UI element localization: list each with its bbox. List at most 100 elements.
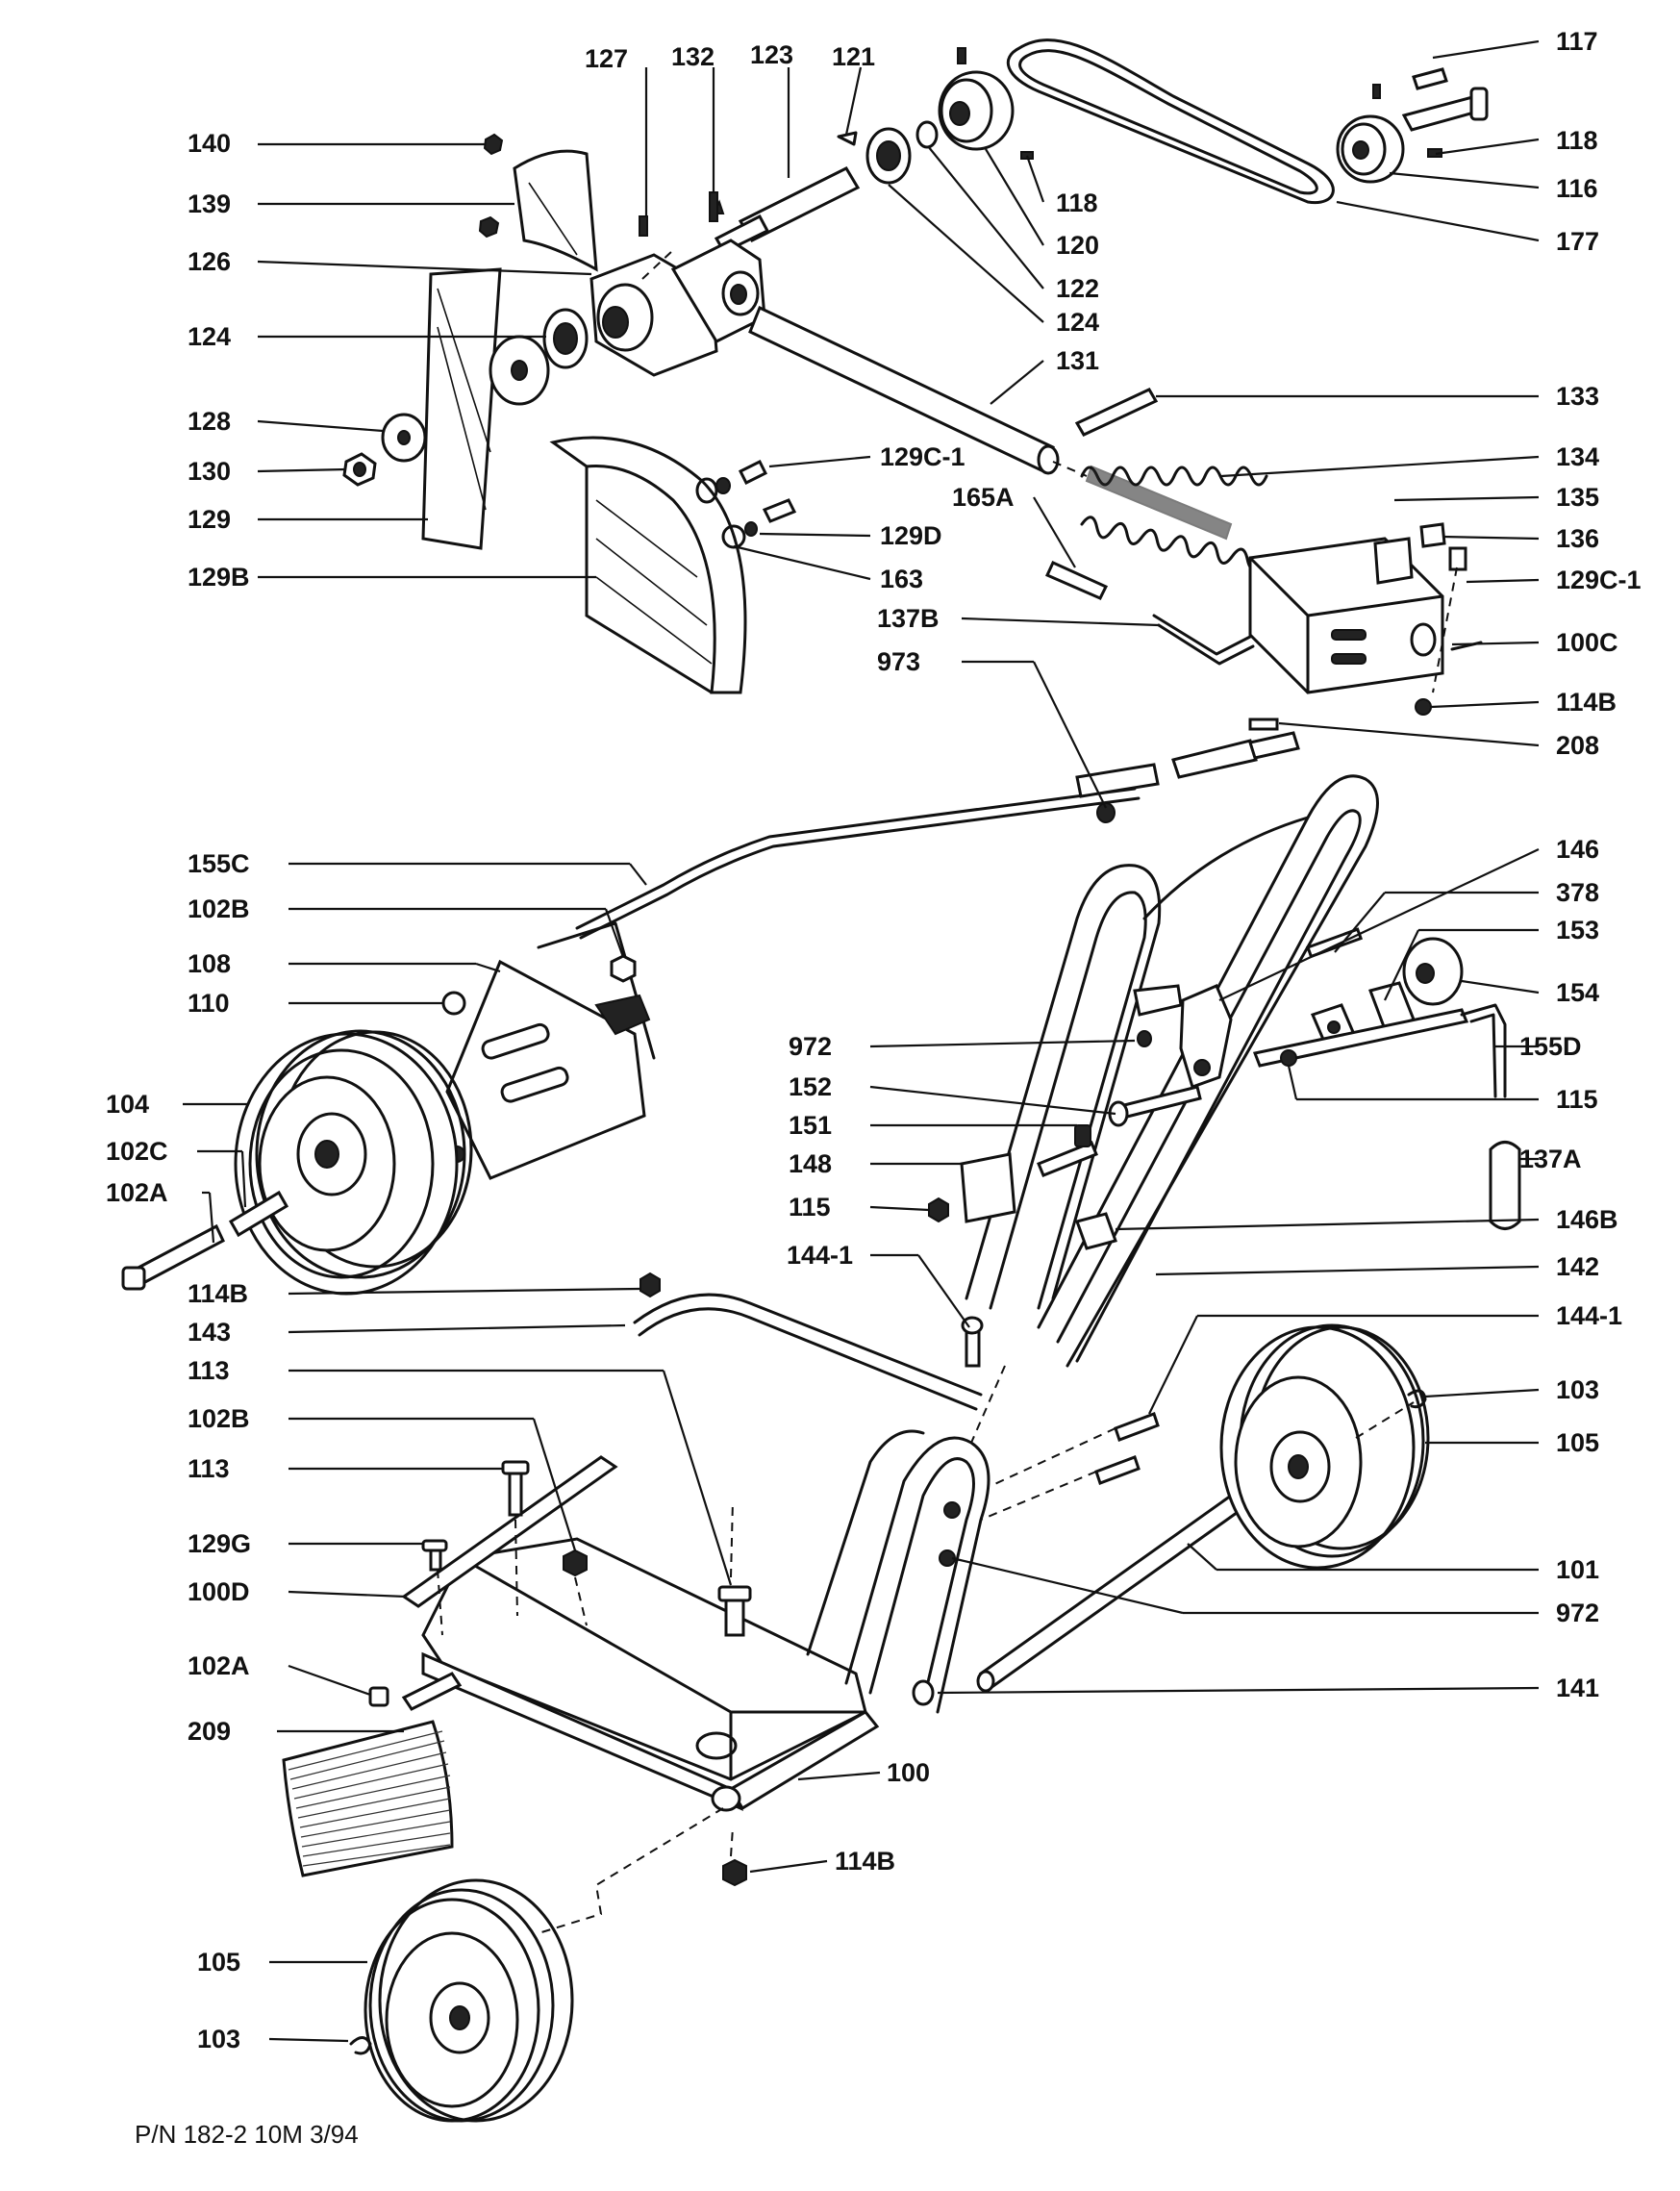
callout-114b-lower: 114B <box>835 1847 895 1876</box>
callout-132: 132 <box>671 42 715 71</box>
callout-104: 104 <box>106 1090 149 1119</box>
control-146-drawing <box>1133 927 1521 1230</box>
callout-117: 117 <box>1556 27 1598 56</box>
pulley-120-drawing <box>938 47 1015 151</box>
callout-102a-upper: 102A <box>106 1178 168 1207</box>
callout-130: 130 <box>188 457 231 486</box>
callout-143: 143 <box>188 1318 231 1347</box>
callout-102c: 102C <box>106 1137 168 1166</box>
shaft-123-drawing <box>709 166 861 254</box>
callout-209: 209 <box>188 1717 231 1746</box>
handle-142-drawing <box>965 774 1379 1368</box>
callout-100: 100 <box>887 1758 930 1787</box>
callout-151: 151 <box>789 1111 832 1140</box>
callout-139: 139 <box>188 189 231 218</box>
callout-129c-1-lower: 129C-1 <box>1556 566 1642 594</box>
callout-leaders <box>183 39 1540 2043</box>
callout-129c-1-upper: 129C-1 <box>880 442 965 471</box>
callout-146b: 146B <box>1556 1205 1618 1234</box>
callout-134: 134 <box>1556 442 1599 471</box>
bar-143-drawing <box>633 1272 984 1411</box>
callout-113-upper: 113 <box>188 1356 230 1385</box>
part-drawings <box>121 38 1521 2123</box>
callout-labels: 117 127 132 123 121 140 118 139 118 116 … <box>106 27 1642 2053</box>
rod-137b-drawing <box>1044 561 1255 666</box>
callout-137b: 137B <box>877 604 940 633</box>
assembly-lines <box>437 249 1458 1934</box>
callout-973: 973 <box>877 647 920 676</box>
shield-129b-drawing <box>549 436 797 694</box>
callout-140: 140 <box>188 129 231 158</box>
callout-972-upper: 972 <box>789 1032 832 1061</box>
wheel-105-bottom-drawing <box>349 1878 574 2123</box>
callout-163: 163 <box>880 565 923 593</box>
callout-177: 177 <box>1556 227 1599 256</box>
bolt-151-152-drawing <box>928 1085 1202 1250</box>
callout-155d: 155D <box>1519 1032 1582 1061</box>
callout-148: 148 <box>789 1149 832 1178</box>
callout-155c: 155C <box>188 849 250 878</box>
callout-102a-lower: 102A <box>188 1651 250 1680</box>
callout-110: 110 <box>188 989 230 1018</box>
callout-100c: 100C <box>1556 628 1618 657</box>
lower-bolts-drawing <box>421 1412 1160 1637</box>
callout-120: 120 <box>1056 231 1099 260</box>
callout-124-upper: 124 <box>1056 308 1099 337</box>
callout-123: 123 <box>750 40 793 69</box>
rod-155c-drawing <box>575 718 1300 940</box>
pulley-116-drawing <box>1336 67 1489 184</box>
callout-103-right: 103 <box>1556 1375 1599 1404</box>
callout-208: 208 <box>1556 731 1599 760</box>
callout-378: 378 <box>1556 878 1599 907</box>
callout-100d: 100D <box>188 1577 250 1606</box>
callout-142: 142 <box>1556 1252 1599 1281</box>
callout-126: 126 <box>188 247 231 276</box>
loose-nuts-drawing <box>722 1858 747 1887</box>
pin-133-drawing <box>1074 388 1159 437</box>
gearbox-126-drawing <box>589 215 766 377</box>
callout-127: 127 <box>585 44 628 73</box>
callout-108: 108 <box>188 949 231 978</box>
callout-105-bottom: 105 <box>197 1948 240 1977</box>
callout-118-right: 118 <box>1556 126 1598 155</box>
callout-144-1-right: 144-1 <box>1556 1301 1622 1330</box>
callout-102b-lower: 102B <box>188 1404 250 1433</box>
callout-137a: 137A <box>1519 1145 1582 1173</box>
callout-114b-upper: 114B <box>1556 688 1617 717</box>
callout-136: 136 <box>1556 524 1599 553</box>
callout-133: 133 <box>1556 382 1599 411</box>
callout-118-left: 118 <box>1056 189 1098 217</box>
wheel-105-right-drawing <box>1219 1323 1430 1570</box>
callout-101: 101 <box>1556 1555 1599 1584</box>
callout-972-lower: 972 <box>1556 1599 1599 1627</box>
spring-134-drawing <box>1080 465 1268 571</box>
callout-152: 152 <box>789 1072 832 1101</box>
plate-108-drawing <box>441 921 656 1180</box>
callout-153: 153 <box>1556 916 1599 944</box>
callout-141: 141 <box>1556 1674 1599 1702</box>
callout-102b-upper: 102B <box>188 894 250 923</box>
bracket-100c-drawing <box>1248 522 1483 716</box>
callout-114b-middle: 114B <box>188 1279 248 1308</box>
axle-101-drawing <box>976 1493 1243 1693</box>
callout-115-right: 115 <box>1556 1085 1598 1114</box>
callout-113-lower: 113 <box>188 1454 230 1483</box>
callout-116: 116 <box>1556 174 1598 203</box>
callout-128: 128 <box>188 407 231 436</box>
callout-146: 146 <box>1556 835 1599 864</box>
blade-129-drawing <box>342 267 589 550</box>
callout-144-1-left: 144-1 <box>787 1241 853 1270</box>
callout-154: 154 <box>1556 978 1599 1007</box>
callout-129: 129 <box>188 505 231 534</box>
callout-105-right: 105 <box>1556 1428 1599 1457</box>
callout-103-bottom: 103 <box>197 2025 240 2053</box>
guard-139-drawing <box>478 133 598 272</box>
deck-100-drawing <box>282 1455 880 1877</box>
callout-124-left: 124 <box>188 322 231 351</box>
callout-129d: 129D <box>880 521 942 550</box>
callout-135: 135 <box>1556 483 1599 512</box>
callout-115-left: 115 <box>789 1193 831 1221</box>
callout-131: 131 <box>1056 346 1099 375</box>
belt-177-drawing <box>1006 38 1335 205</box>
